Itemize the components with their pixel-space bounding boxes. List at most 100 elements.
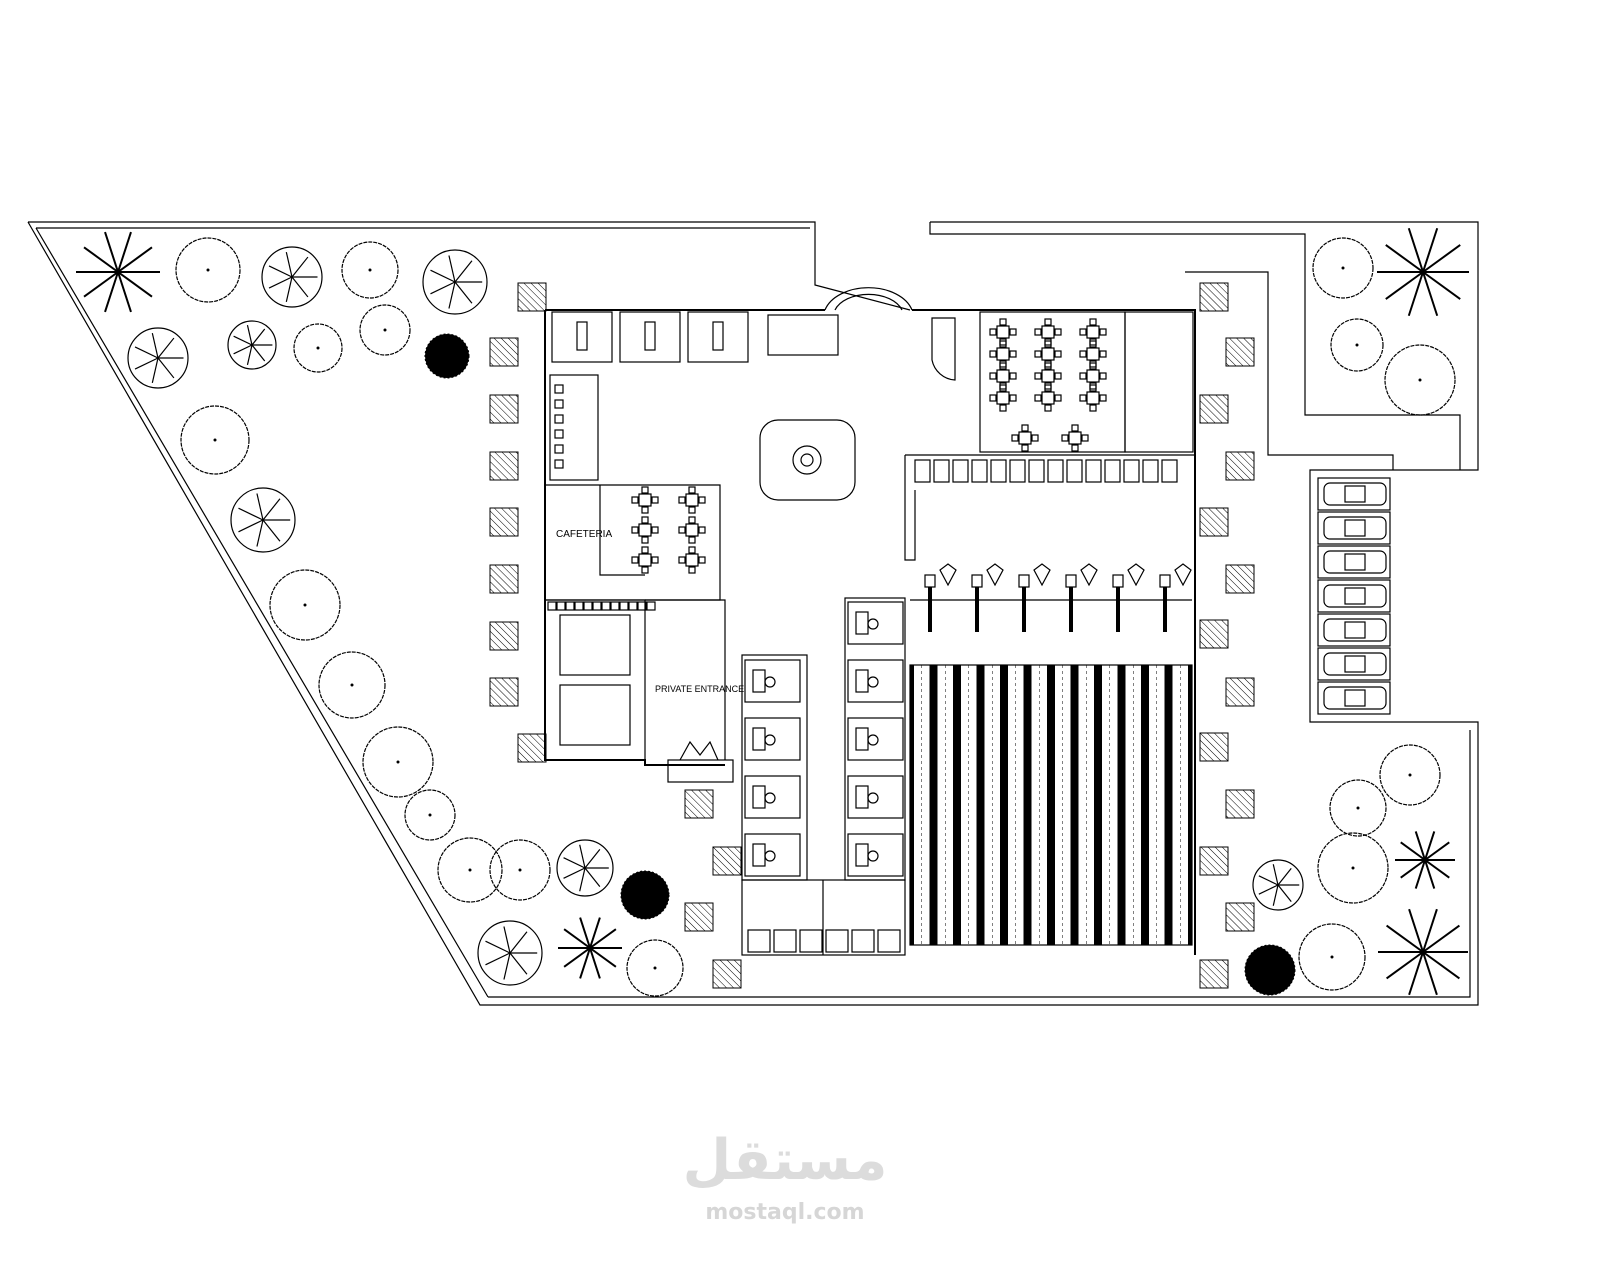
chair [1044,404,1052,412]
palm-frond [117,231,132,273]
office [744,775,801,819]
tree-branch [454,281,473,304]
table [685,553,699,567]
bowler-seat [1080,563,1098,587]
chair [678,556,686,564]
tree-branch [157,337,175,359]
tree-branch [563,867,586,879]
office-desk [752,843,766,867]
column [1199,619,1229,649]
palm-frond [1424,841,1450,861]
palm-frond [1400,841,1426,861]
car-windshield [1344,689,1366,707]
tree-branch [509,931,528,954]
column [517,733,547,763]
tree-canopy [341,241,399,299]
office [744,659,801,703]
tree-branch [503,952,511,980]
site-boundary [27,221,1479,1006]
chair [1081,434,1089,442]
tree-branch [285,276,293,302]
office-desk [752,785,766,809]
seating-booth [1009,459,1026,483]
column [489,564,519,594]
parking-space [1317,545,1391,579]
lane-gutter [1168,665,1173,945]
palm-frond [563,947,591,968]
hatched-columns [489,282,1255,989]
palm-frond [1385,271,1424,300]
lane-gutter [1121,665,1126,945]
palm-frond [83,246,119,273]
office-chair [764,850,776,862]
palm-frond [589,947,601,979]
column [712,846,742,876]
palm-frond [1424,859,1436,889]
seating-booth [990,459,1007,483]
tree-branch [246,344,253,366]
chair [698,496,706,504]
chair [651,526,659,534]
tree-branch [454,260,473,283]
tree-branch [268,265,293,278]
lane-gutter [1145,665,1149,945]
tree-trunk [1330,955,1334,959]
chair [631,556,639,564]
step [547,601,557,611]
column [712,959,742,989]
tree-canopy [1384,344,1456,416]
tree-trunk [213,438,217,442]
lane-gutter [1164,665,1169,945]
table [996,325,1010,339]
tree-canopy [359,304,411,356]
chair [999,318,1007,326]
seating-booth [1123,459,1140,483]
office-desk [855,843,869,867]
tree-canopy [1379,744,1441,806]
car [1323,482,1387,506]
office-desk [855,727,869,751]
table [1041,325,1055,339]
chair [1044,340,1052,348]
chair [688,486,696,494]
table [1041,369,1055,383]
chair [641,486,649,494]
tree-branch [251,344,266,362]
tree-branch [1272,884,1279,906]
office [744,717,801,761]
step [583,601,593,611]
palm-frond [1422,908,1438,953]
ball-return [1159,574,1171,588]
tree-canopy [1312,237,1374,299]
chair [1009,394,1017,402]
step [556,601,566,611]
chair [1079,350,1087,358]
chair [1009,328,1017,336]
lane-gutter [1094,665,1098,945]
car [1323,550,1387,574]
column [1225,677,1255,707]
bench-table [712,321,724,351]
table [638,493,652,507]
office [847,833,904,877]
chair [641,566,649,574]
office-desk [855,669,869,693]
chair [1089,338,1097,346]
tree-branch [448,281,456,309]
chair [1044,338,1052,346]
tree-trunk [468,868,472,872]
chair [1054,328,1062,336]
tree-branch [1277,884,1292,902]
tree-branch [134,357,159,370]
step [637,601,647,611]
chair [1054,372,1062,380]
bowler-seat [986,563,1004,587]
lane-gutter [976,665,981,945]
seating-booth [1104,459,1121,483]
toilet [554,384,564,394]
car-windshield [1344,519,1366,537]
tree-canopy [269,569,341,641]
seating-booth [1085,459,1102,483]
palm-frond [579,947,591,979]
